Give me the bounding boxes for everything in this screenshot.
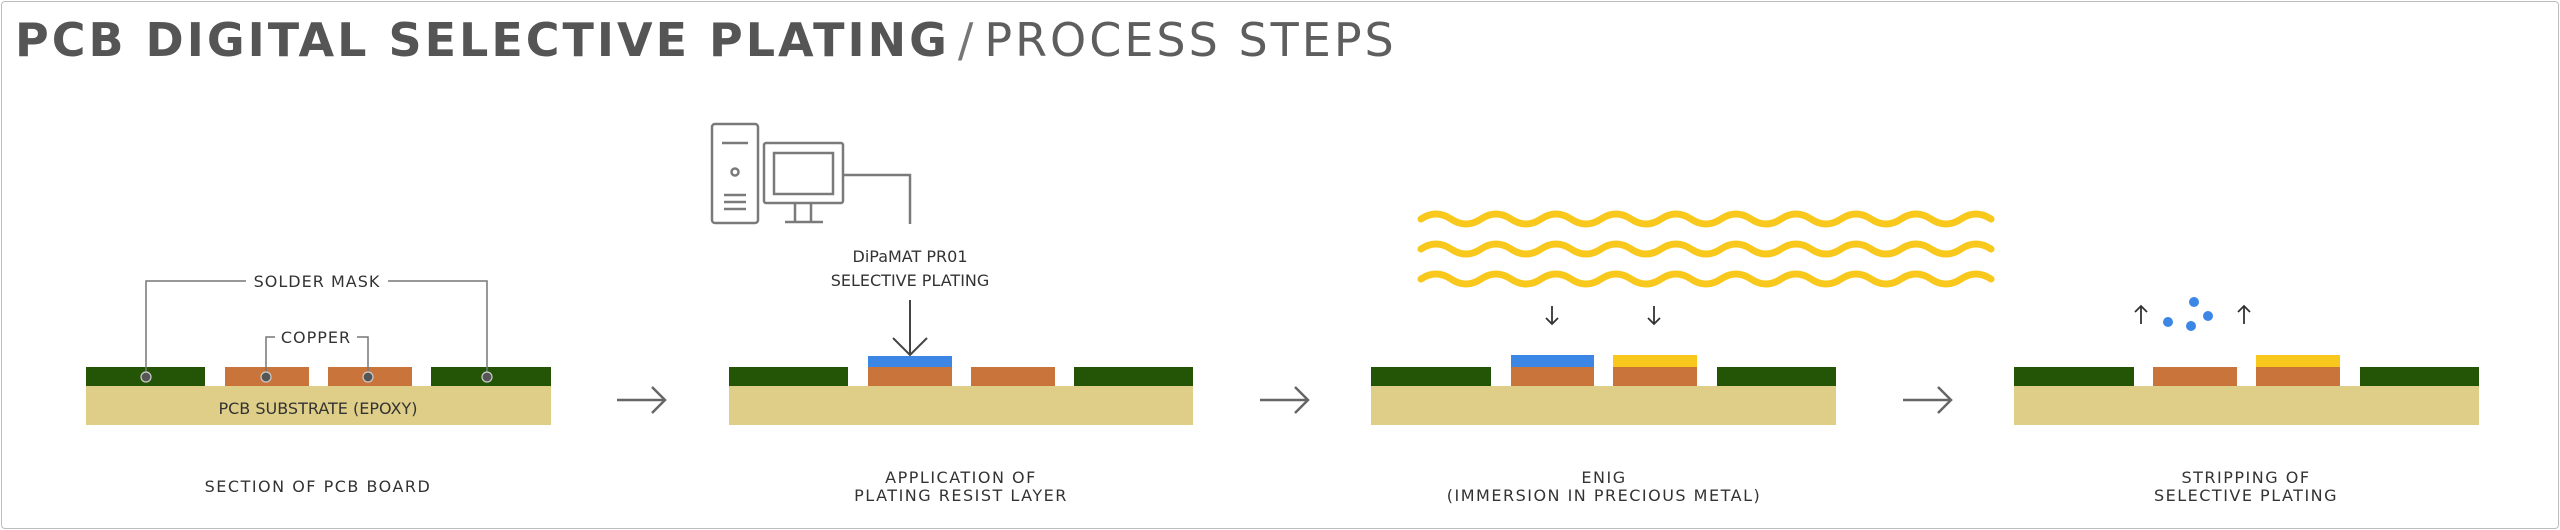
solder-mask-left [2014, 367, 2134, 386]
machine-label-line2: SELECTIVE PLATING [831, 271, 990, 290]
solder-mask-right [1074, 367, 1193, 386]
title-sub: PROCESS STEPS [984, 13, 1397, 67]
step-2-caption-line1: APPLICATION OF [885, 468, 1037, 487]
pcb-substrate [729, 386, 1193, 425]
arrow-right-icon [1903, 386, 1953, 414]
arrow-up-icon [2134, 304, 2251, 324]
arrow-right-icon [617, 386, 667, 414]
plating-resist-layer [868, 356, 952, 367]
resist-particles [2163, 297, 2213, 331]
solder-mask-left [729, 367, 848, 386]
title-main: PCB DIGITAL SELECTIVE PLATING [15, 13, 950, 67]
solder-mask-right [1717, 367, 1836, 386]
pcb-substrate [86, 386, 551, 425]
substrate-label: PCB SUBSTRATE (EPOXY) [218, 399, 417, 418]
pcb-substrate [2014, 386, 2479, 425]
copper-pad-left [1511, 367, 1594, 386]
precious-metal-bath-waves [1417, 210, 1995, 288]
copper-pad-left [2153, 367, 2237, 386]
step-3-enig: ENIG (IMMERSION IN PRECIOUS METAL) [1371, 210, 1995, 505]
solder-mask-left [1371, 367, 1491, 386]
title-separator: / [957, 13, 977, 67]
gold-plating-layer [2256, 355, 2340, 367]
step-2-caption-line2: PLATING RESIST LAYER [854, 486, 1068, 505]
arrow-right-icon [1260, 386, 1310, 414]
step-4-caption-line1: STRIPPING OF [2181, 468, 2310, 487]
step-1-section-of-pcb-board: SOLDER MASK COPPER PCB SUBSTRATE (EPOXY)… [86, 272, 551, 496]
solder-mask-leader [145, 280, 488, 376]
page-title: PCB DIGITAL SELECTIVE PLATING/PROCESS ST… [15, 12, 1397, 68]
step-2-application-of-plating-resist-layer: DiPaMAT PR01 SELECTIVE PLATING APPLICATI… [710, 122, 1193, 505]
plating-resist-layer [1511, 355, 1594, 367]
step-4-stripping-of-selective-plating: STRIPPING OF SELECTIVE PLATING [2014, 297, 2479, 505]
machine-label-line1: DiPaMAT PR01 [853, 247, 968, 266]
step-4-caption-line2: SELECTIVE PLATING [2154, 486, 2338, 505]
copper-label: COPPER [281, 328, 351, 347]
pcb-substrate [1371, 386, 1836, 425]
gold-plating-layer [1613, 355, 1697, 367]
copper-pad-right [1613, 367, 1697, 386]
arrow-down-icon [1545, 306, 1661, 326]
solder-mask-label: SOLDER MASK [254, 272, 381, 291]
leader-dots [140, 371, 493, 383]
solder-mask-right [2360, 367, 2479, 386]
arrow-down-icon [892, 300, 928, 357]
copper-leader [265, 336, 369, 376]
copper-pad-left [868, 367, 952, 386]
step-3-caption-line2: (IMMERSION IN PRECIOUS METAL) [1447, 486, 1761, 505]
copper-pad-right [2256, 367, 2340, 386]
copper-pad-right [971, 367, 1055, 386]
computer-icon [710, 122, 912, 225]
step-1-caption: SECTION OF PCB BOARD [205, 477, 432, 496]
step-3-caption-line1: ENIG [1581, 468, 1626, 487]
